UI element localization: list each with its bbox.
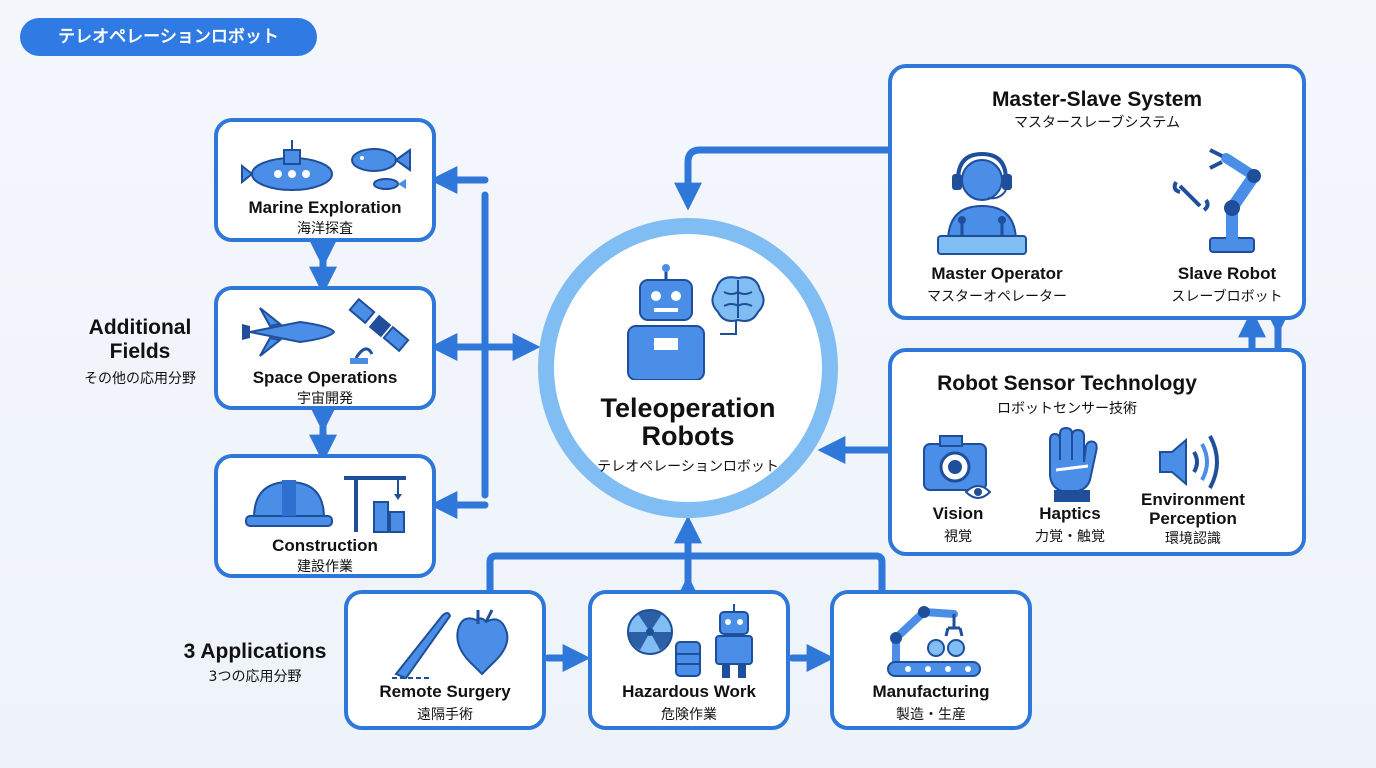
applications-heading: 3 Applications 3つの応用分野 <box>170 640 340 686</box>
sensor-title: Robot Sensor Technology <box>937 372 1197 395</box>
robot-arm-icon <box>1172 148 1261 253</box>
space-label: Space Operations <box>252 368 398 387</box>
master-slave-title-jp: マスタースレーブシステム <box>1013 115 1181 131</box>
manufacturing-label: Manufacturing <box>872 682 990 701</box>
submarine-icon <box>241 140 333 191</box>
camera-eye-icon <box>923 435 992 499</box>
slave-robot-label: Slave Robot <box>1177 264 1277 283</box>
applications-title: 3 Applications <box>183 640 327 663</box>
master-operator-label-jp: マスターオペレーター <box>927 289 1067 305</box>
scalpel-heart-icon <box>392 609 509 680</box>
environment-label: Environment Perception <box>1141 490 1245 528</box>
marine-label: Marine Exploration <box>248 198 402 217</box>
additional-fields-heading: Additional Fields その他の応用分野 <box>60 316 220 388</box>
manufacturing-label-jp: 製造・生産 <box>896 707 966 723</box>
hub-title: Teleoperation Robots <box>600 393 776 451</box>
remote-surgery-label-jp: 遠隔手術 <box>417 707 473 723</box>
card-space-operations: Space Operations 宇宙開発 <box>214 286 436 410</box>
slave-robot-label-jp: スレーブロボット <box>1171 289 1283 305</box>
robot-brain-icon <box>627 264 765 380</box>
speaker-waves-icon <box>1159 435 1219 489</box>
space-shuttle-icon <box>242 307 336 357</box>
card-master-slave-system: Master-Slave System マスタースレーブシステム Master … <box>888 64 1306 320</box>
hazardous-work-label: Hazardous Work <box>622 682 756 701</box>
environment-label-jp: 環境認識 <box>1165 531 1221 547</box>
card-remote-surgery: Remote Surgery 遠隔手術 <box>344 590 546 730</box>
master-operator-label: Master Operator <box>931 264 1063 283</box>
satellite-icon <box>348 298 410 364</box>
haptic-glove-icon <box>1049 426 1098 502</box>
factory-robot-icon <box>887 606 981 677</box>
hub-subtitle: テレオペレーションロボット <box>597 459 779 475</box>
master-slave-title: Master-Slave System <box>991 88 1203 111</box>
construction-label-jp: 建設作業 <box>297 559 353 575</box>
crane-icon <box>344 476 406 533</box>
title-pill: テレオペレーションロボット <box>20 18 317 56</box>
hard-hat-icon <box>245 480 333 527</box>
additional-fields-title: Additional Fields <box>88 316 192 363</box>
card-marine-exploration: Marine Exploration 海洋探査 <box>214 118 436 242</box>
arrow-master-slave-to-hub <box>674 146 892 211</box>
operator-headset-icon <box>937 151 1027 255</box>
additional-fields-title-jp: その他の応用分野 <box>84 371 196 387</box>
hub-teleoperation-robots: Teleoperation Robots テレオペレーションロボット <box>538 218 838 518</box>
space-label-jp: 宇宙開発 <box>297 391 353 407</box>
hazardous-work-label-jp: 危険作業 <box>661 707 717 723</box>
vision-label-jp: 視覚 <box>944 529 972 545</box>
card-manufacturing: Manufacturing 製造・生産 <box>830 590 1032 730</box>
sensor-title-jp: ロボットセンサー技術 <box>997 401 1137 417</box>
card-construction: Construction 建設作業 <box>214 454 436 578</box>
remote-surgery-label: Remote Surgery <box>379 682 511 701</box>
hazard-robot-icon <box>627 604 753 678</box>
vision-label: Vision <box>932 504 984 523</box>
haptics-label-jp: 力覚・触覚 <box>1035 529 1105 545</box>
card-hazardous-work: Hazardous Work 危険作業 <box>588 590 790 730</box>
haptics-label: Haptics <box>1039 504 1101 523</box>
fish-icon <box>351 148 411 190</box>
marine-label-jp: 海洋探査 <box>297 221 353 237</box>
construction-label: Construction <box>272 536 378 555</box>
applications-title-jp: 3つの応用分野 <box>208 669 302 685</box>
card-robot-sensor-technology: Robot Sensor Technology ロボットセンサー技術 Visio… <box>888 348 1306 556</box>
